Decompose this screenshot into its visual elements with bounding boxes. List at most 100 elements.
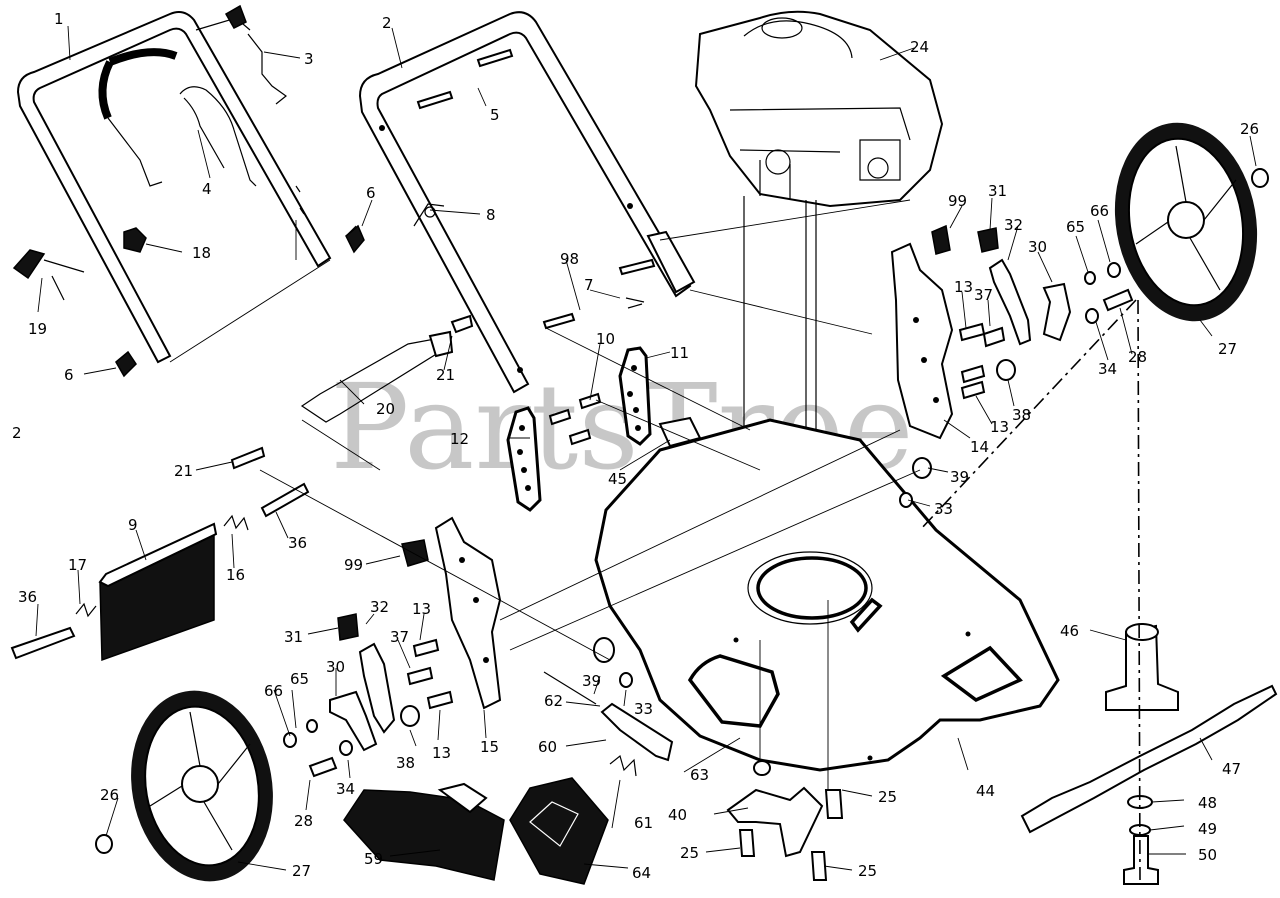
callout-37a: 37 [974, 286, 993, 304]
right-height-bracket [890, 242, 954, 440]
rod-62 [543, 671, 597, 705]
callout-19: 19 [28, 320, 47, 338]
rear-deflector-9 [98, 522, 218, 662]
handle-knob-19 [12, 249, 85, 301]
callout-7: 7 [584, 276, 594, 294]
callout-47: 47 [1222, 760, 1241, 778]
blade-47 [1020, 684, 1278, 834]
callout-65a: 65 [1066, 218, 1085, 236]
callout-36a: 36 [288, 534, 307, 552]
callout-30a: 30 [1028, 238, 1047, 256]
callout-38a: 38 [1012, 406, 1031, 424]
right-lever-32 [988, 258, 1032, 346]
pivot-pins-10 [548, 392, 602, 446]
left-height-bracket [434, 516, 502, 710]
callout-26a: 26 [1240, 120, 1259, 138]
callout-64: 64 [632, 864, 651, 882]
callout-31a: 31 [988, 182, 1007, 200]
callout-34b: 34 [336, 780, 355, 798]
left-bolts-13-37 [406, 638, 454, 710]
blade-adapter-46 [1105, 623, 1179, 711]
callout-34a: 34 [1098, 360, 1117, 378]
left-rear-wheel [131, 690, 273, 882]
callout-99a: 99 [948, 192, 967, 210]
nut-63 [753, 760, 771, 776]
callout-63: 63 [690, 766, 709, 784]
bolt-36-left [10, 626, 76, 660]
bolt-98 [542, 258, 656, 330]
alignment-lines [169, 199, 1141, 881]
callout-27a: 27 [1218, 340, 1237, 358]
engine [694, 10, 944, 208]
left-bolt-28 [308, 756, 338, 778]
wing-nut-6a [345, 224, 365, 254]
callout-20: 20 [376, 400, 395, 418]
callout-13c: 13 [412, 600, 431, 618]
spring-17 [75, 602, 97, 618]
control-bail-rod [247, 33, 287, 105]
callout-33a: 33 [934, 500, 953, 518]
right-knob-31 [977, 227, 999, 253]
callout-66a: 66 [1090, 202, 1109, 220]
callout-17: 17 [68, 556, 87, 574]
left-nut-33 [619, 672, 633, 688]
right-washer-38 [996, 359, 1016, 381]
right-washers-34-65-66 [1084, 262, 1121, 324]
callout-48: 48 [1198, 794, 1217, 812]
callout-5: 5 [490, 106, 500, 124]
callout-99b: 99 [344, 556, 363, 574]
left-nut-39 [593, 637, 615, 663]
callout-3: 3 [304, 50, 314, 68]
callout-28a: 28 [1128, 348, 1147, 366]
callout-26b: 26 [100, 786, 119, 804]
callout-32a: 32 [1004, 216, 1023, 234]
handle-bolts-5 [416, 48, 514, 110]
bolt-21-top [450, 314, 474, 334]
callout-21a: 21 [436, 366, 455, 384]
callout-1: 1 [54, 10, 64, 28]
left-lever-32 [358, 642, 396, 734]
callout-37b: 37 [390, 628, 409, 646]
side-mark: 2 [12, 424, 22, 442]
callout-27b: 27 [292, 862, 311, 880]
callout-66b: 66 [264, 682, 283, 700]
left-hubcap-nut-26 [95, 834, 113, 854]
spring-16 [223, 514, 249, 531]
callout-leaders [35, 25, 1257, 871]
mower-deck [594, 418, 1060, 772]
bolt-21-left [230, 446, 266, 470]
callout-65b: 65 [290, 670, 309, 688]
callout-16: 16 [226, 566, 245, 584]
height-plate-12 [506, 406, 542, 512]
left-clip-99 [401, 539, 429, 567]
callout-40: 40 [668, 806, 687, 824]
left-axle-30 [329, 690, 378, 752]
callout-59: 59 [364, 850, 383, 868]
callout-21b: 21 [174, 462, 193, 480]
callout-32b: 32 [370, 598, 389, 616]
callout-38b: 38 [396, 754, 415, 772]
left-washers-34-65-66 [283, 719, 353, 756]
right-nut-33 [899, 492, 913, 508]
callout-25b: 25 [680, 844, 699, 862]
callout-13a: 13 [954, 278, 973, 296]
bracket-60 [600, 702, 674, 762]
callout-98: 98 [560, 250, 579, 268]
right-axle-30 [1042, 282, 1072, 342]
callout-39b: 39 [582, 672, 601, 690]
blade-adapter-bracket-40 [726, 786, 824, 858]
right-rear-wheel [1114, 122, 1258, 322]
left-knob-31 [337, 613, 359, 641]
callout-25c: 25 [858, 862, 877, 880]
callout-60: 60 [538, 738, 557, 756]
callout-12: 12 [450, 430, 469, 448]
cable-tie [179, 86, 257, 187]
right-hubcap-nut-26 [1251, 168, 1269, 188]
callout-45: 45 [608, 470, 627, 488]
right-clip-99 [931, 224, 951, 255]
callout-6b: 6 [64, 366, 74, 384]
callout-49: 49 [1198, 820, 1217, 838]
callout-14: 14 [970, 438, 989, 456]
right-bolt-28 [1102, 288, 1134, 312]
